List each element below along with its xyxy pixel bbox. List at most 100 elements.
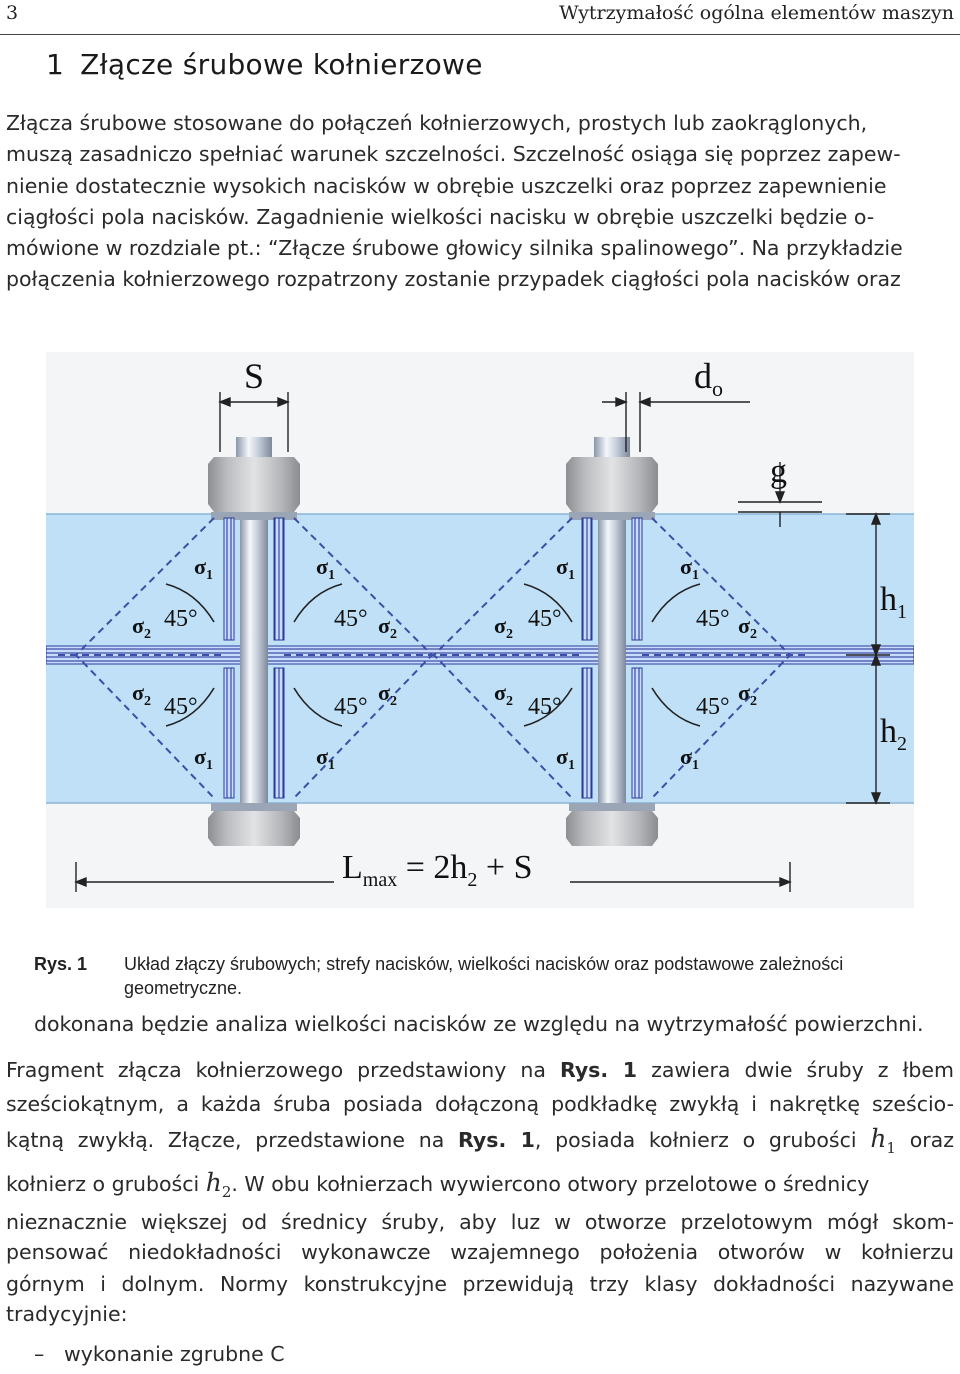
right-hatch-upper-right — [631, 517, 643, 641]
caption-label: Rys. 1 — [34, 954, 88, 974]
d-arrow-left — [615, 396, 628, 408]
sigma2-label: σ2 — [132, 613, 151, 642]
body-line: kątną zwykłą. Złącze, przedstawione na R… — [6, 1124, 954, 1157]
left-hatch-lower-left — [223, 667, 235, 799]
sigma2-label: σ2 — [494, 680, 513, 709]
body-line: tradycyjnie: — [6, 1302, 128, 1326]
angle-arc — [523, 583, 573, 623]
angle-arc — [165, 583, 215, 623]
sigma1-label: σ1 — [194, 744, 213, 773]
left-bolt-shank — [240, 520, 268, 803]
angle-label: 45° — [164, 606, 198, 632]
right-top-washer — [569, 512, 655, 520]
angle-label: 45° — [334, 694, 368, 720]
left-hatch-upper-right — [273, 517, 285, 641]
body-text: . W obu kołnierzach wywiercono otwory pr… — [231, 1172, 870, 1196]
figure-reference[interactable]: Rys. 1 — [458, 1128, 535, 1152]
right-hatch-upper-left — [581, 517, 593, 641]
left-bolt-tip-top — [236, 437, 272, 459]
intro-line: nienie dostatecznie wysokich nacisków w … — [6, 173, 887, 198]
sigma1-label: σ1 — [556, 744, 575, 773]
left-top-washer — [211, 512, 297, 520]
angle-label: 45° — [696, 606, 730, 632]
Lmax-arrow-left — [74, 876, 87, 888]
angle-label: 45° — [696, 694, 730, 720]
angle-arc — [651, 583, 701, 623]
body-text: Fragment złącza kołnierzowego przedstawi… — [6, 1058, 560, 1082]
section-heading: 1 Złącze śrubowe kołnierzowe — [46, 48, 483, 81]
sigma2-label: σ2 — [494, 613, 513, 642]
dimension-g — [738, 462, 822, 527]
lower-flange — [46, 655, 914, 803]
left-hatch-upper-left — [223, 517, 235, 641]
Lmax-label-bg — [334, 846, 570, 890]
body-line: górnym i dolnym. Normy konstrukcyjne prz… — [6, 1272, 954, 1296]
label-g: g — [770, 453, 787, 490]
dimension-S — [218, 392, 290, 452]
body-line: sześciokątnym, a każda śruba posiada doł… — [6, 1092, 954, 1116]
left-bottom-nut — [208, 811, 300, 846]
right-bolt-assembly — [566, 437, 658, 846]
dimension-d — [602, 392, 750, 452]
sigma1-label: σ1 — [680, 744, 699, 773]
symbol-h1: h1 — [870, 1124, 896, 1157]
right-bolt-shank — [598, 520, 626, 803]
intro-line: ciągłości pola nacisków. Zagadnienie wie… — [6, 204, 875, 229]
h1-arrow-top — [870, 512, 882, 525]
body-line: Fragment złącza kołnierzowego przedstawi… — [6, 1058, 954, 1082]
caption-text: Układ złączy śrubowych; strefy nacisków,… — [124, 954, 844, 998]
S-arrow-right — [277, 396, 290, 408]
left-bolt-assembly — [208, 437, 300, 846]
angle-arc — [293, 687, 343, 727]
intro-line: mówione w rozdziale pt.: “Złącze śrubowe… — [6, 236, 903, 261]
h2-arrow-bottom — [870, 792, 882, 805]
sigma1-label: σ1 — [556, 554, 575, 583]
right-hatch-lower-right — [631, 667, 643, 799]
right-bottom-nut — [566, 811, 658, 846]
intro-line: Złącza śrubowe stosowane do połączeń koł… — [6, 111, 868, 135]
Lmax-formula: Lmax = 2h2 + S — [342, 849, 533, 891]
body-line: pensować niedokładności wykonawcze wzaje… — [6, 1240, 954, 1264]
angle-arc — [651, 687, 701, 727]
body-line: nieznacznie większej od średnicy śruby, … — [6, 1210, 954, 1234]
left-hatch-lower-right — [273, 667, 285, 799]
angle-label: 45° — [334, 606, 368, 632]
pressure-cones — [58, 517, 806, 799]
running-title: Wytrzymałość ogólna elementów maszyn — [559, 2, 954, 24]
page-number: 3 — [6, 2, 19, 24]
g-arrow — [774, 491, 786, 504]
label-h1: h1 — [880, 581, 907, 623]
bolted-flange-figure: S do g h1 h2 — [45, 352, 915, 908]
Lmax-arrow-right — [779, 876, 792, 888]
sigma2-label: σ2 — [738, 680, 757, 709]
angle-arcs — [165, 583, 701, 727]
intro-line: połączenia kołnierzowego rozpatrzony zos… — [6, 267, 901, 292]
sigma1-label: σ1 — [680, 554, 699, 583]
angle-labels: 45° 45° 45° 45° 45° 45° 45° 45° — [164, 606, 730, 720]
dimension-h — [846, 512, 890, 805]
right-top-nut — [566, 457, 658, 512]
sigma2-label: σ2 — [378, 613, 397, 642]
page-header: 3 Wytrzymałość ogólna elementów maszyn — [0, 0, 960, 35]
h1-arrow-bottom — [870, 644, 882, 657]
figure-reference[interactable]: Rys. 1 — [559, 1058, 638, 1082]
list-item: –wykonanie zgrubne C — [34, 1342, 285, 1366]
angle-label: 45° — [528, 694, 562, 720]
angle-label: 45° — [528, 606, 562, 632]
angle-arc — [293, 583, 343, 623]
label-h2: h2 — [880, 713, 907, 755]
intro-paragraph: Złącza śrubowe stosowane do połączeń koł… — [6, 108, 954, 296]
sigma-labels: σ1 σ1 σ1 σ1 σ2 σ2 σ2 σ2 σ2 σ2 σ2 σ2 σ1 σ… — [132, 554, 757, 773]
label-d: do — [694, 356, 723, 401]
S-arrow-left — [218, 396, 231, 408]
left-bottom-washer — [211, 803, 297, 811]
section-title: Złącze śrubowe kołnierzowe — [80, 48, 483, 81]
h2-arrow-top — [870, 653, 882, 666]
sigma1-label: σ1 — [316, 554, 335, 583]
sigma1-label: σ1 — [194, 554, 213, 583]
sigma1-label: σ1 — [316, 744, 335, 773]
body-text: , posiada kołnierz o grubości — [534, 1128, 871, 1152]
angle-arc — [165, 687, 215, 727]
section-number: 1 — [46, 48, 65, 81]
symbol-h2: h2 — [205, 1168, 232, 1201]
